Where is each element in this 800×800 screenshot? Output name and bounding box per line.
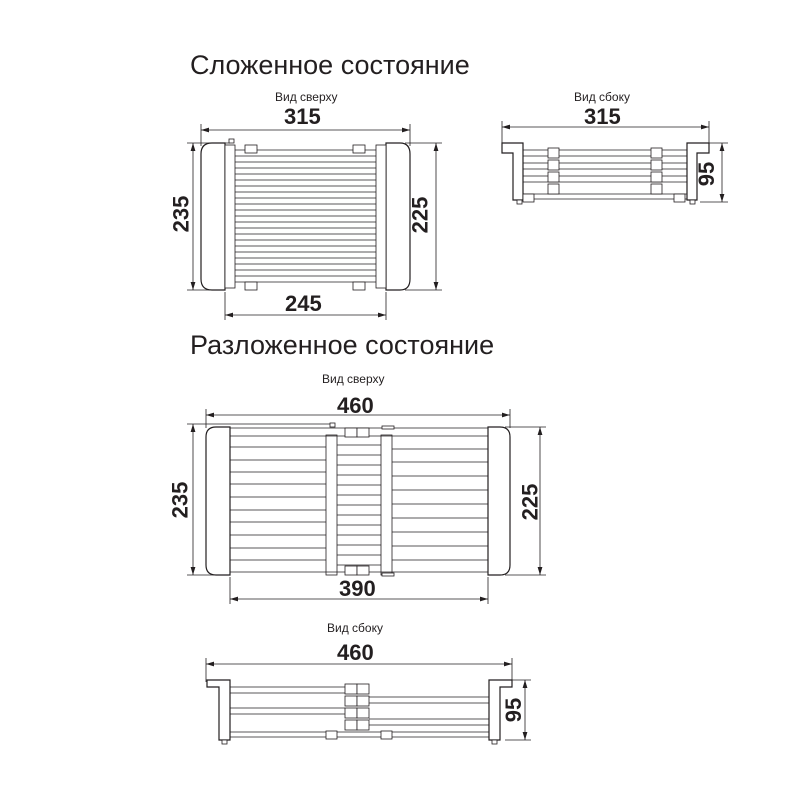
unfolded-side-view-label: Вид сбоку bbox=[327, 621, 383, 635]
unfolded-top-width-dim: 460 bbox=[337, 393, 374, 418]
unfolded-top-inner-width-dim: 390 bbox=[339, 576, 376, 601]
folded-top-view bbox=[187, 124, 442, 320]
unfolded-title: Разложенное состояние bbox=[190, 330, 495, 360]
folded-title: Сложенное состояние bbox=[190, 50, 470, 80]
unfolded-side-width-dim: 460 bbox=[337, 640, 374, 665]
folded-side-width-dim: 315 bbox=[584, 104, 621, 129]
folded-side-view bbox=[501, 121, 728, 205]
folded-top-view-label: Вид сверху bbox=[275, 90, 338, 104]
folded-top-width-dim: 315 bbox=[284, 104, 321, 129]
unfolded-slats bbox=[230, 427, 488, 573]
unfolded-top-view-label: Вид сверху bbox=[322, 372, 385, 386]
folded-top-inner-width-dim: 245 bbox=[285, 291, 322, 316]
unfolded-top-view bbox=[187, 409, 546, 604]
folded-side-view-label: Вид сбоку bbox=[574, 90, 630, 104]
unfolded-side-view bbox=[205, 658, 531, 745]
folded-slats bbox=[235, 149, 376, 283]
